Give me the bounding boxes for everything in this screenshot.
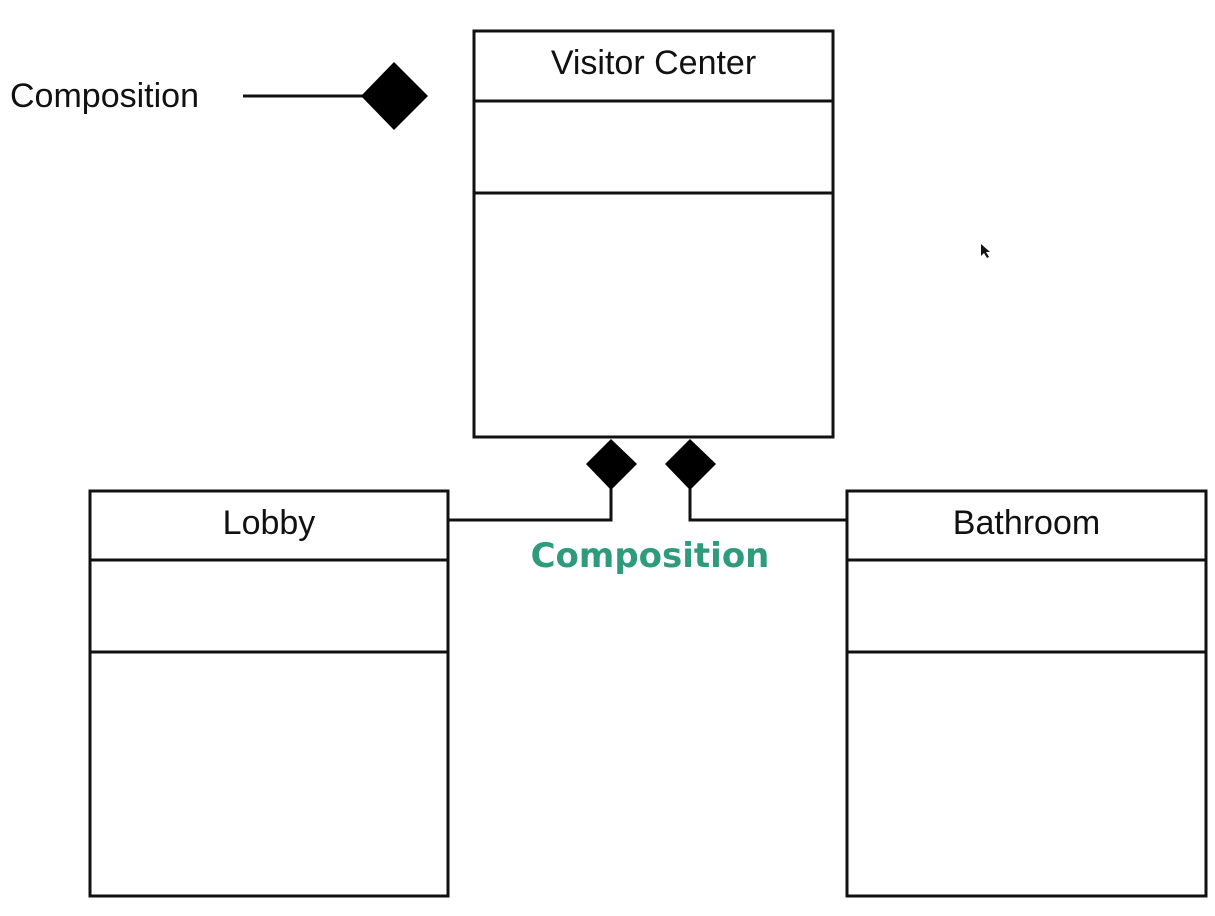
legend-diamond-icon xyxy=(361,62,428,130)
composition-diamond-icon xyxy=(665,439,716,490)
cursor-icon xyxy=(981,244,990,258)
composition-annotation: Composition xyxy=(531,536,770,576)
composition-bathroom xyxy=(665,439,847,522)
class-name: Lobby xyxy=(223,504,316,542)
class-visitor-center[interactable]: Visitor Center xyxy=(472,29,835,439)
class-box xyxy=(88,489,450,898)
composition-line-lobby xyxy=(448,486,613,522)
class-name: Bathroom xyxy=(953,504,1100,542)
class-box xyxy=(472,29,835,439)
class-bathroom[interactable]: Bathroom xyxy=(845,489,1208,898)
class-box xyxy=(845,489,1208,898)
composition-line-bathroom xyxy=(688,486,847,522)
legend-label: Composition xyxy=(10,77,199,115)
legend: Composition xyxy=(10,62,428,130)
class-name: Visitor Center xyxy=(551,44,756,82)
composition-diamond-icon xyxy=(586,439,637,490)
class-lobby[interactable]: Lobby xyxy=(88,489,450,898)
composition-lobby xyxy=(448,439,637,522)
